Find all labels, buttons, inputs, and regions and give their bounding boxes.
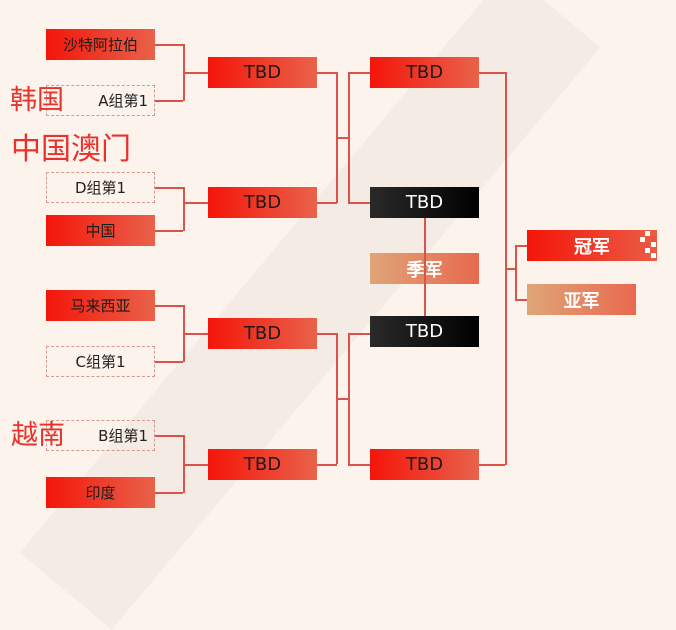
team-slot[interactable]: 中国 [46,215,155,246]
team-slot[interactable]: 印度 [46,477,155,508]
annotation-text: 中国澳门 [11,132,131,167]
team-slot[interactable]: 马来西亚 [46,290,155,321]
team-slot-placeholder[interactable]: A组第1 [46,85,155,116]
third-place-slot[interactable]: TBD [370,316,479,347]
round2-slot[interactable]: TBD [208,187,317,218]
runner-up-slot[interactable]: 亚军 [527,284,636,315]
third-place-slot[interactable]: TBD [370,187,479,218]
annotation-text: 韩国 [10,85,64,116]
annotation-text: 越南 [11,420,65,451]
semifinal-slot[interactable]: TBD [370,57,479,88]
round2-slot[interactable]: TBD [208,449,317,480]
team-slot-placeholder[interactable]: B组第1 [46,420,155,451]
round2-slot[interactable]: TBD [208,57,317,88]
round2-slot[interactable]: TBD [208,318,317,349]
team-slot-placeholder[interactable]: C组第1 [46,346,155,377]
team-slot[interactable]: 沙特阿拉伯 [46,29,155,60]
champion-label: 冠军 [574,236,610,258]
team-slot-placeholder[interactable]: D组第1 [46,172,155,203]
semifinal-slot[interactable]: TBD [370,449,479,480]
champion-slot[interactable]: 冠军 [527,230,657,261]
